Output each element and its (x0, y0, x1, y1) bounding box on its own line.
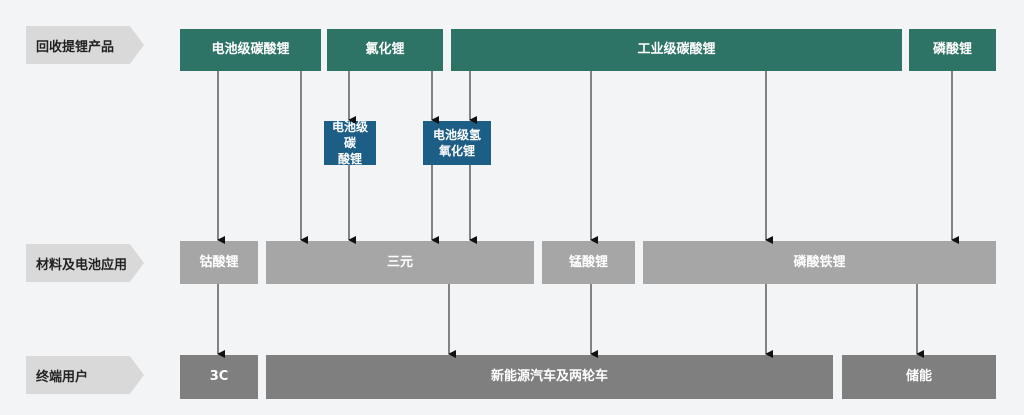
material-lfp: 磷酸铁锂 (643, 241, 996, 284)
material-lmo: 锰酸锂 (542, 241, 635, 284)
end-user-3c: 3C (180, 355, 258, 399)
material-lco: 钴酸锂 (180, 241, 258, 284)
intermediate-battery-lithium-carbonate: 电池级碳 酸锂 (324, 120, 376, 166)
material-ternary: 三元 (266, 241, 534, 284)
row-label-recycled-products: 回收提锂产品 (26, 26, 144, 64)
product-lithium-phosphate: 磷酸锂 (909, 29, 996, 71)
product-battery-lithium-carbonate: 电池级碳酸锂 (180, 29, 321, 71)
row-label-end-users: 终端用户 (26, 356, 144, 394)
product-lithium-chloride: 氯化锂 (327, 29, 443, 71)
end-user-energy-storage: 储能 (842, 355, 996, 399)
intermediate-battery-lithium-hydroxide: 电池级氢 氧化锂 (423, 121, 491, 165)
row-label-materials: 材料及电池应用 (26, 244, 144, 282)
product-industrial-lithium-carbonate: 工业级碳酸锂 (451, 29, 902, 71)
end-user-nev: 新能源汽车及两轮车 (266, 355, 833, 399)
